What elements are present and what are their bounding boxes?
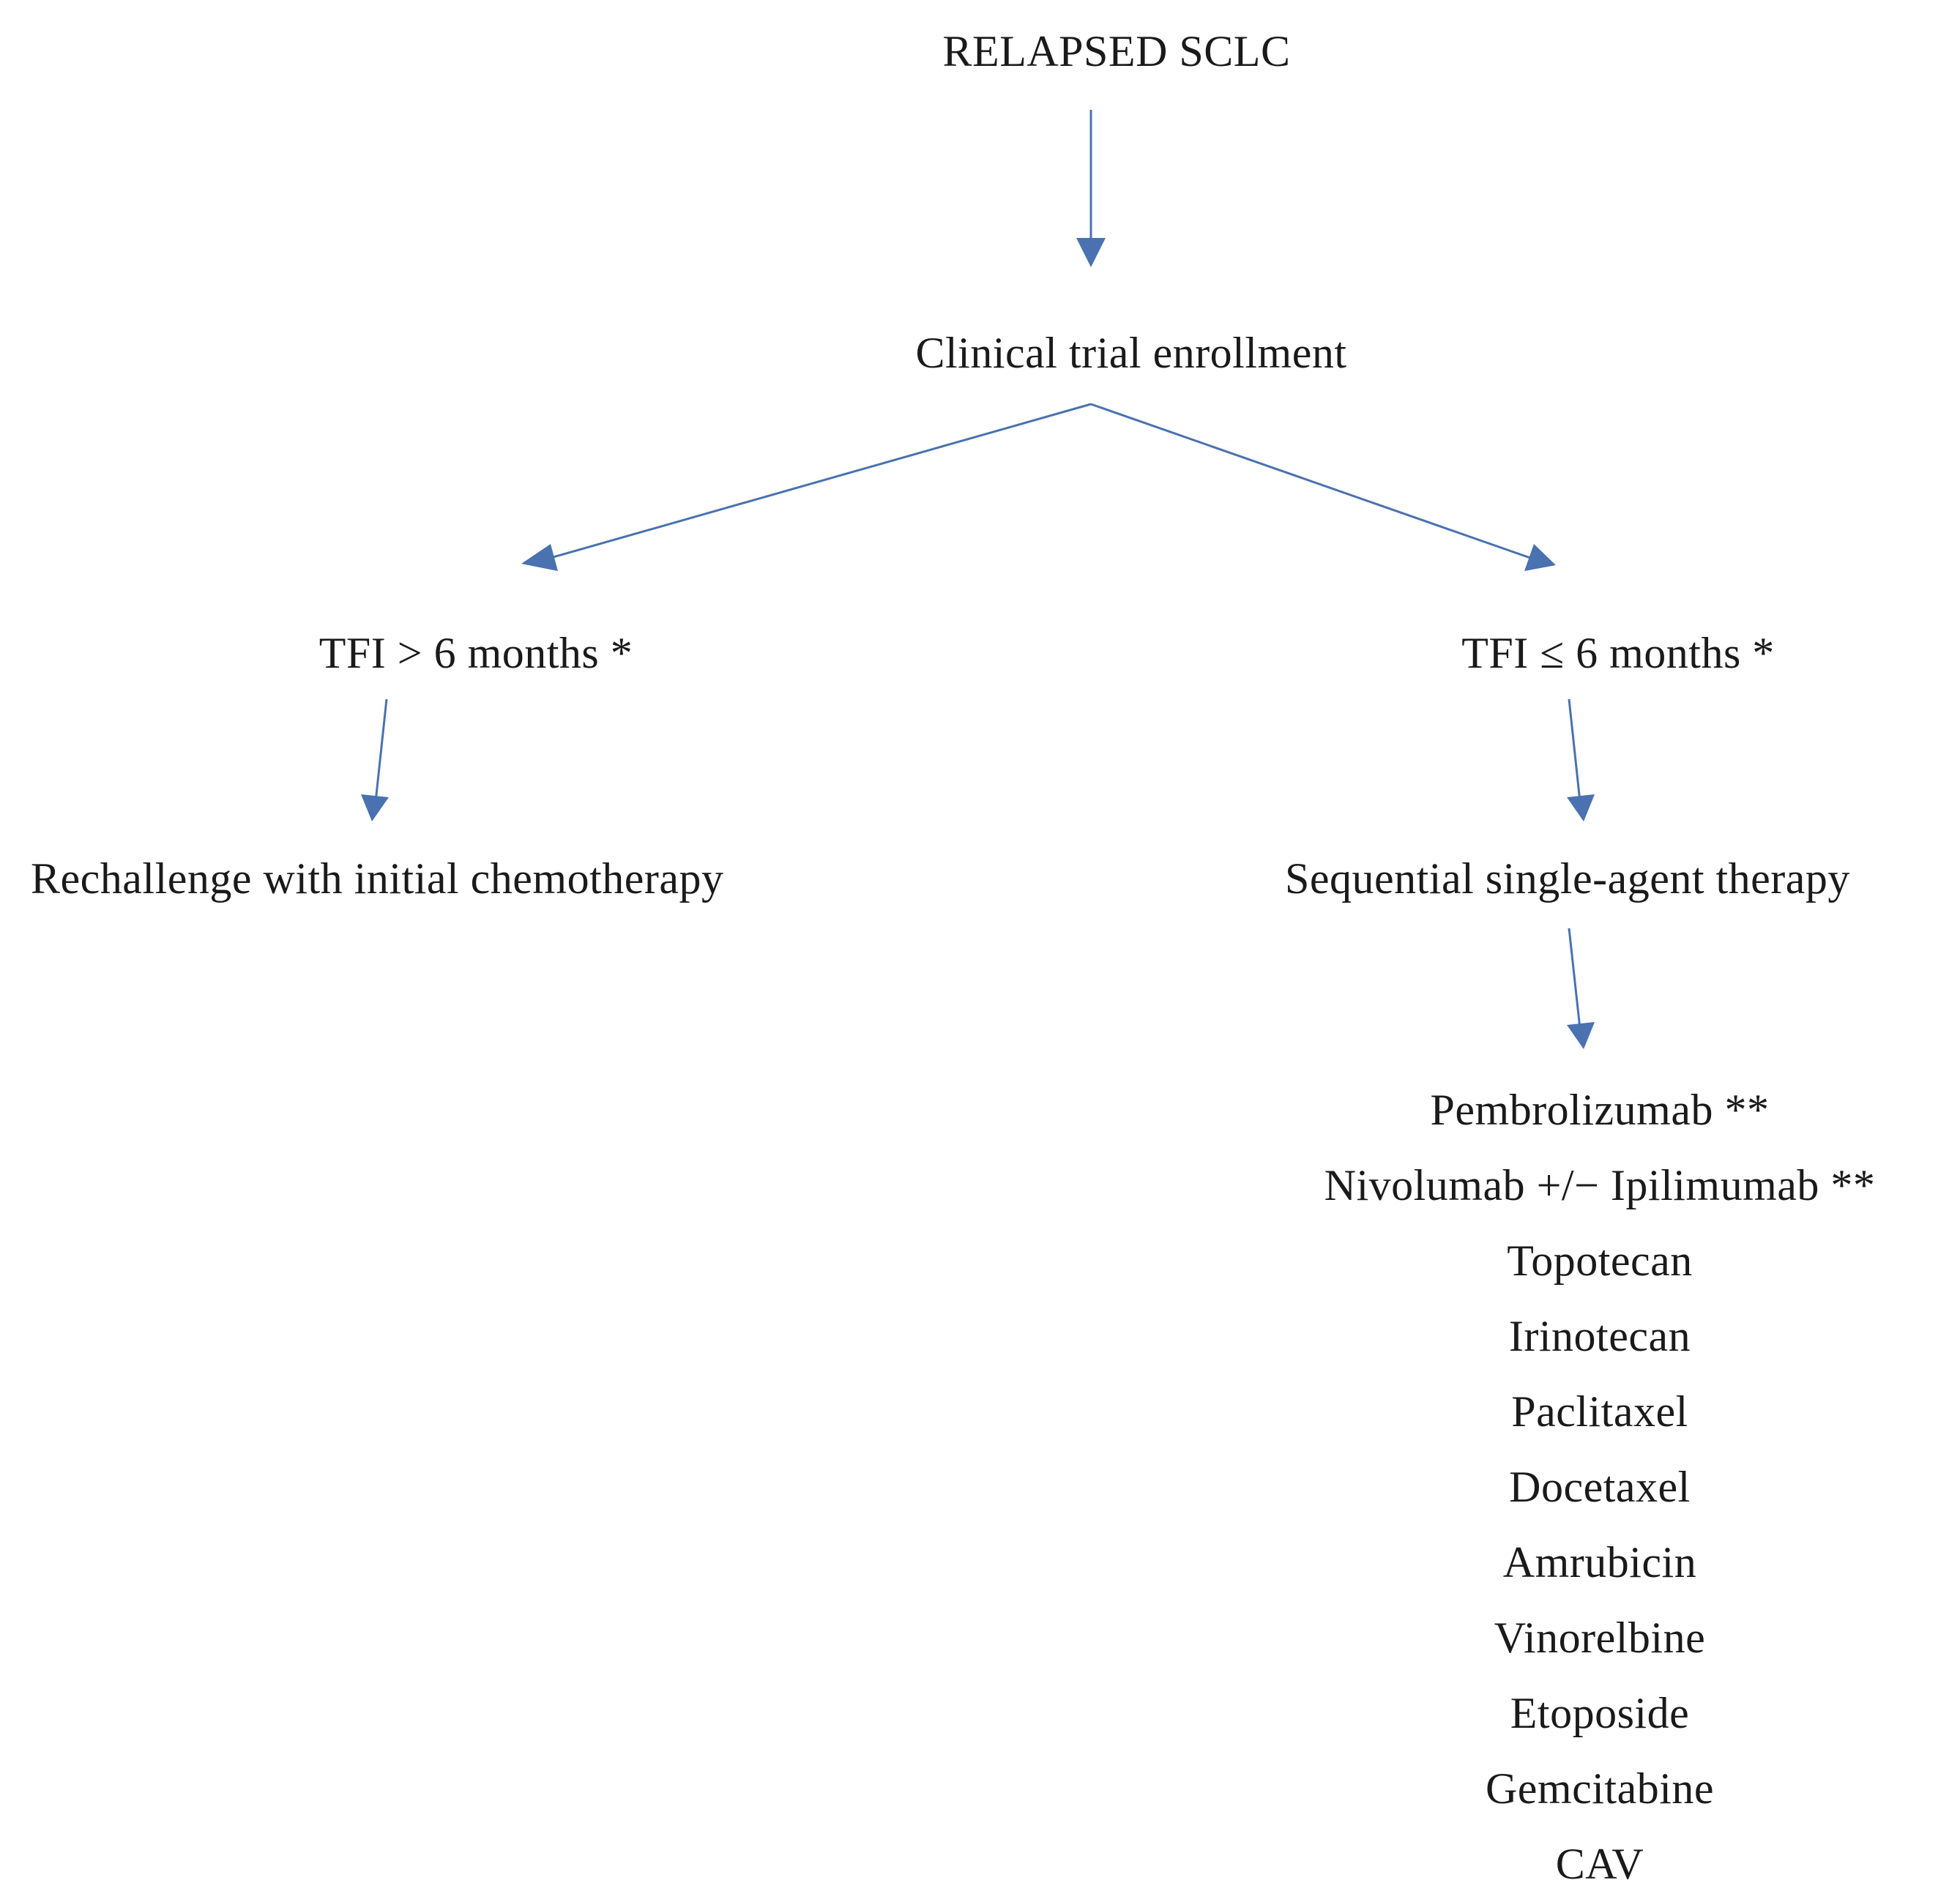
arrow-trial-to-right xyxy=(1090,403,1531,559)
agent-item: Vinorelbine xyxy=(1494,1614,1706,1662)
arrowhead-trial-to-right xyxy=(1524,544,1556,571)
agent-item: Nivolumab +/− Ipilimumab ** xyxy=(1324,1161,1876,1209)
arrow-trial-to-left xyxy=(550,403,1092,559)
clinical-trial-node: Clinical trial enrollment xyxy=(915,329,1347,377)
rechallenge-node: Rechallenge with initial chemotherapy xyxy=(31,854,724,903)
tfi-6-months-or-less-node: TFI ≤ 6 months * xyxy=(1461,629,1775,677)
agent-item: Docetaxel xyxy=(1509,1463,1691,1511)
sequential-therapy-node: Sequential single-agent therapy xyxy=(1285,854,1850,903)
root-node-relapsed-sclc: RELAPSED SCLC xyxy=(942,27,1291,75)
arrow-left-condition-to-therapy xyxy=(374,698,388,802)
arrow-right-condition-to-therapy xyxy=(1568,698,1581,802)
arrowhead-therapy-to-agents xyxy=(1567,1022,1595,1049)
agent-item: Gemcitabine xyxy=(1485,1764,1715,1813)
agent-item: Pembrolizumab ** xyxy=(1430,1086,1770,1134)
agent-item: Irinotecan xyxy=(1508,1312,1691,1360)
arrow-group xyxy=(361,110,1595,1049)
arrow-therapy-to-agents xyxy=(1568,928,1581,1029)
agent-list: Pembrolizumab ** Nivolumab +/− Ipilimuma… xyxy=(1324,1073,1876,1902)
agent-item: Paclitaxel xyxy=(1511,1387,1688,1436)
arrowhead-trial-to-left xyxy=(521,544,558,571)
arrowhead-left-condition-to-therapy xyxy=(361,794,389,821)
agent-item: Etoposide xyxy=(1510,1689,1690,1737)
agent-item: Amrubicin xyxy=(1502,1538,1697,1586)
agent-item: Topotecan xyxy=(1507,1237,1693,1285)
arrowhead-right-condition-to-therapy xyxy=(1567,794,1595,821)
arrowhead-root-to-trial xyxy=(1076,238,1106,267)
agent-item: CAV xyxy=(1555,1840,1644,1888)
tfi-over-6-months-node: TFI > 6 months * xyxy=(318,629,633,677)
